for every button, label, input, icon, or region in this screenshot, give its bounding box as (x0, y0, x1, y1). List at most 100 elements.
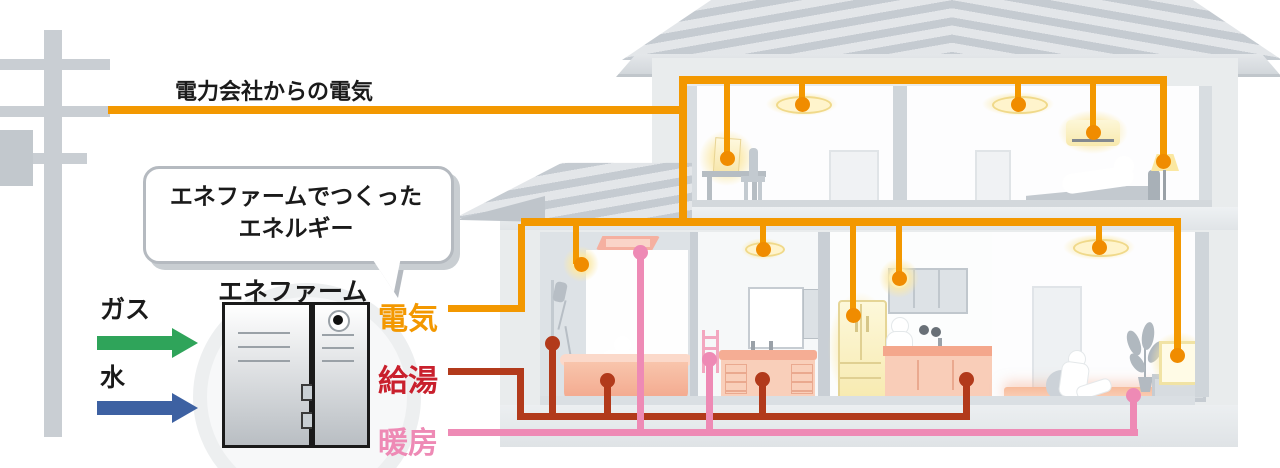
gas-arrow-icon (172, 328, 198, 358)
bed-headboard (1148, 170, 1160, 208)
drop-living-light (1096, 226, 1102, 250)
towel-warmer-rung1 (702, 336, 719, 339)
riser-shower (549, 342, 556, 416)
wall-bath-wash (690, 232, 698, 397)
power-line-label: 電力会社からの電気 (175, 79, 374, 104)
plant-pot (1138, 377, 1153, 392)
unit-tank-line3 (238, 360, 290, 362)
terminal-monitor (720, 151, 735, 166)
gas-label: ガス (100, 296, 151, 324)
fridge-handle2 (866, 316, 869, 332)
second-floor-right-wall (1199, 86, 1212, 207)
drop-light1 (799, 84, 805, 106)
first-floor-right-wall (1195, 232, 1209, 397)
drop-bath-downlight (573, 226, 579, 264)
unit-label: エネファーム (218, 278, 368, 306)
terminal-light2 (1011, 97, 1026, 112)
pole-crossarm-top (0, 59, 110, 70)
washroom-cabinet (803, 289, 819, 339)
bus-2f (679, 76, 1167, 84)
terminal-kitchen-sink (959, 372, 974, 387)
drop-ac (1090, 84, 1096, 134)
hotwater-stub (448, 368, 524, 375)
wall-wash-kitchen (818, 232, 830, 397)
pole-crossarm-mid (0, 106, 110, 117)
first-floor-slab (540, 396, 1195, 407)
terminal-bathtub (600, 373, 615, 388)
gas-arrow-body (97, 336, 172, 350)
plant-stem (1144, 340, 1146, 378)
bedroom1-door (829, 150, 879, 208)
water-arrow-body (97, 401, 172, 415)
hotwater-feed-vertical (517, 368, 524, 420)
unit-indicator-dot (333, 315, 343, 325)
terminal-tv (1170, 348, 1185, 363)
desk-leg-left (707, 177, 712, 211)
drop-pendant (896, 226, 902, 280)
lower-roof-slope (455, 162, 692, 218)
water-arrow-icon (172, 393, 198, 423)
terminal-wash-light (756, 242, 771, 257)
chair-leg2 (758, 182, 762, 210)
riser-bathtub (604, 379, 611, 416)
person-on-bed-head (1114, 156, 1134, 176)
vanity-drawers-right (791, 364, 813, 394)
elec-feed-horizontal (448, 305, 525, 312)
riser-floor-heating (1130, 394, 1137, 432)
kitchen-faucet (938, 338, 942, 347)
washroom-mirror (748, 287, 804, 349)
chair-seat (741, 176, 765, 182)
drop-wash-light (760, 226, 766, 252)
shower-rail (551, 280, 554, 356)
terminal-bath-downlight (574, 257, 589, 272)
terminal-fridge (846, 308, 861, 323)
desk-leg-right (752, 177, 757, 211)
pole-crossarm-low (33, 153, 87, 164)
second-floor-divider-wall (893, 86, 907, 207)
kitchen-counter-body (885, 356, 992, 396)
riser-vanity (759, 378, 766, 416)
vanity-drawers-left (725, 364, 747, 394)
air-conditioner-vent (1072, 139, 1114, 142)
bedroom2-door (975, 150, 1011, 208)
pole-transformer (0, 130, 33, 186)
fridge-drawer-line2 (840, 377, 881, 379)
drop-light2 (1015, 84, 1021, 106)
power-feed-vertical (679, 76, 687, 226)
unit-cell-line1 (322, 334, 354, 336)
floor-lamp-pole (1163, 170, 1166, 204)
speech-bubble-line2: エネルギー (238, 215, 354, 242)
vanity-faucet2 (769, 341, 773, 350)
desk (702, 171, 766, 177)
terminal-lamp (1156, 154, 1171, 169)
unit-tank-line2 (238, 346, 290, 348)
fridge-drawer-line1 (840, 362, 881, 364)
water-label: 水 (100, 364, 126, 392)
unit-tank (222, 302, 312, 448)
unit-cell-line3 (322, 360, 354, 362)
bathtub (564, 362, 688, 402)
towel-warmer-rail1 (702, 330, 705, 373)
drop-lamp (1160, 84, 1167, 164)
kitchen-cabinet-divider2 (938, 270, 940, 308)
bath-heater-inner (606, 239, 650, 247)
riser-bath-heater (637, 250, 644, 432)
main-roof-right-slope (952, 0, 1280, 60)
elec-feed-vertical (518, 224, 525, 312)
speech-bubble-line1: エネファームでつくった (169, 183, 423, 209)
drop-tv (1174, 224, 1181, 358)
vanity-counter (719, 350, 817, 360)
drop-monitor (724, 84, 730, 158)
kitchen-counter-line1 (917, 360, 919, 390)
towel-warmer-rail2 (716, 330, 719, 373)
kitchen-counter-top (883, 346, 992, 356)
electricity-label: 電気 (378, 303, 438, 336)
unit-tank-line1 (238, 332, 290, 334)
unit-fuel-cell (312, 302, 370, 448)
chair-back (749, 148, 758, 180)
terminal-vanity (755, 372, 770, 387)
hanging-pan1 (919, 325, 929, 335)
unit-cell-line2 (322, 347, 354, 349)
towel-warmer-rung2 (702, 347, 719, 350)
